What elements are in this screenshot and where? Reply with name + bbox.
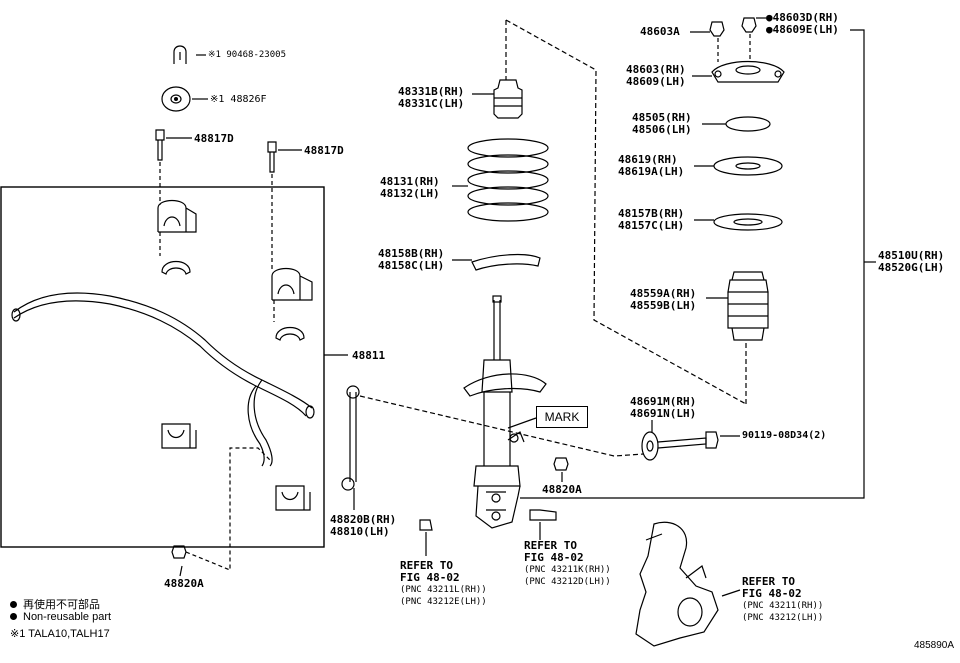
bolt-90119	[705, 431, 719, 449]
label-48157: 48157B(RH)48157C(LH)	[618, 207, 685, 232]
label-48820B: 48820B(RH)48810(LH)	[330, 513, 397, 538]
upper-support	[711, 60, 785, 83]
label-48603: 48603(RH)48609(LH)	[626, 63, 686, 88]
bolt-right	[267, 141, 277, 173]
strut-body	[473, 359, 521, 487]
knuckle-bracket	[475, 485, 521, 529]
label-48826F: ※1 48826F	[210, 94, 267, 105]
refer-left: REFER TO FIG 48-02 (PNC 43211L(RH)) (PNC…	[400, 559, 487, 608]
spring-insulator-lower	[471, 253, 541, 271]
bolt-lower-mid	[529, 509, 557, 521]
bracket-mount	[641, 431, 659, 461]
label-48820A-left: 48820A	[164, 577, 204, 590]
bracket-lower-right	[275, 485, 311, 511]
bracket-lower-left	[161, 423, 197, 449]
spring-insulator-upper	[713, 213, 783, 231]
clip	[173, 45, 187, 64]
refer-mid: REFER TO FIG 48-02 (PNC 43211K(RH)) (PNC…	[524, 539, 611, 588]
label-48619: 48619(RH)48619A(LH)	[618, 153, 685, 178]
nut-48603D	[741, 17, 757, 33]
stabilizer-bar	[13, 292, 313, 417]
legend-jp: 再使用不可部品	[10, 596, 100, 612]
label-48811: 48811	[352, 349, 386, 362]
dot-icon	[174, 97, 178, 101]
strut-rod	[493, 300, 501, 360]
legend-en: Non-reusable part	[10, 611, 111, 623]
nut-middle	[553, 457, 569, 471]
bearing	[725, 116, 771, 132]
label-90119: 90119-08D34(2)	[742, 430, 827, 441]
label-90468: ※1 90468-23005	[208, 50, 286, 60]
label-48510: 48510U(RH)48520G(LH)	[878, 249, 945, 274]
bushing-left	[161, 260, 191, 275]
nut-48603A	[709, 21, 725, 37]
bellows	[727, 271, 769, 341]
cushion	[161, 86, 191, 112]
label-48331: 48331B(RH)48331C(LH)	[398, 85, 465, 110]
label-48131: 48131(RH)48132(LH)	[380, 175, 440, 200]
dot-icon	[10, 613, 17, 620]
spring-seat-lower	[463, 373, 547, 397]
figure-number: 485890A	[913, 640, 954, 651]
bracket-upper-left	[157, 199, 197, 233]
label-48817D-right: 48817D	[304, 144, 344, 157]
bump-stopper	[493, 79, 523, 119]
label-48691: 48691M(RH)48691N(LH)	[630, 395, 697, 420]
bracket-upper-right	[271, 267, 313, 301]
bushing-right	[275, 326, 305, 341]
label-48158: 48158B(RH)48158C(LH)	[378, 247, 445, 272]
label-48817D-left: 48817D	[194, 132, 234, 145]
stabilizer-link	[349, 392, 357, 482]
label-48603A: 48603A	[640, 25, 680, 38]
coil-spring	[467, 138, 549, 222]
legend-note: ※1 TALA10,TALH17	[10, 628, 110, 640]
dot-icon	[10, 601, 17, 608]
refer-right: REFER TO FIG 48-02 (PNC 43211(RH)) (PNC …	[742, 575, 824, 624]
label-48559: 48559A(RH)48559B(LH)	[630, 287, 697, 312]
label-48820A-mid: 48820A	[542, 483, 582, 496]
label-48505: 48505(RH)48506(LH)	[632, 111, 692, 136]
spring-seat-upper	[713, 156, 783, 176]
mark-box: MARK	[536, 406, 588, 428]
bolt-left	[155, 129, 165, 161]
bolt-lower-left	[419, 519, 433, 531]
nut-left	[171, 545, 187, 559]
stabilizer-frame	[0, 186, 325, 548]
label-48603D: ●48603D(RH)●48609E(LH)	[766, 11, 839, 36]
steering-knuckle	[635, 521, 719, 647]
